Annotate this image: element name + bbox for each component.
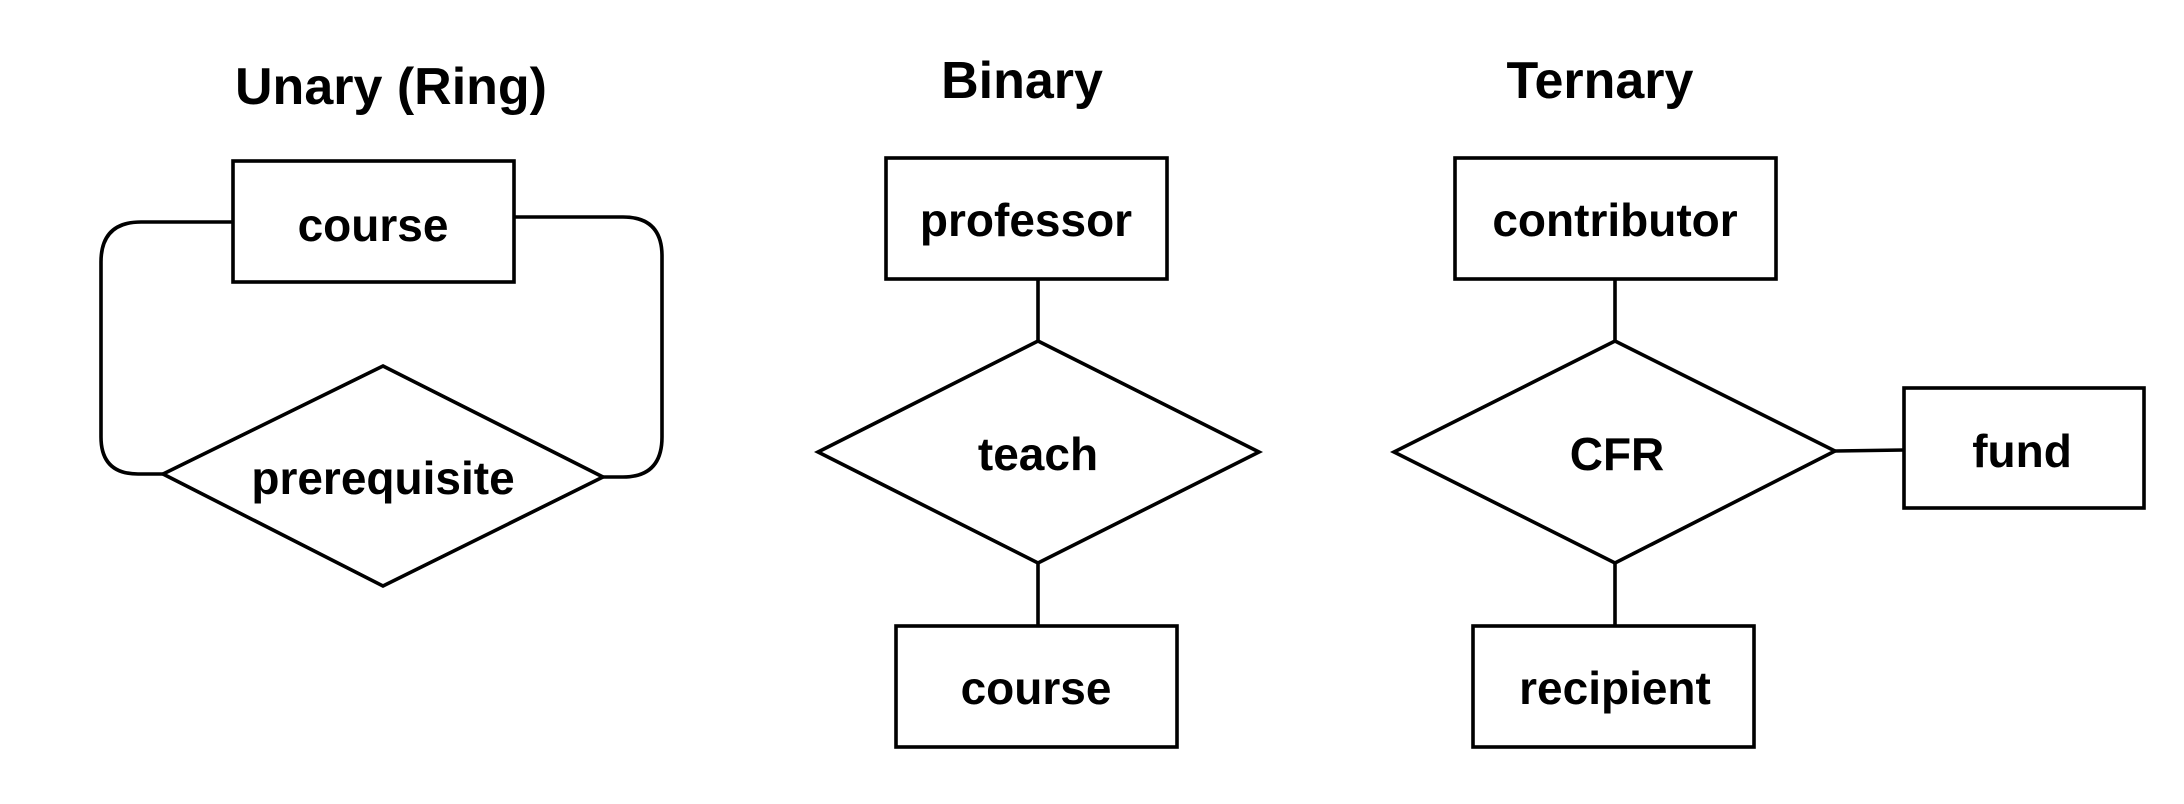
ternary-entity-contributor bbox=[1453, 156, 1778, 281]
binary-entity-course-label: course bbox=[961, 662, 1112, 714]
ternary-entity-contributor-label: contributor bbox=[1492, 194, 1737, 246]
binary-relationship-label: teach bbox=[978, 428, 1098, 480]
ternary-title: Ternary bbox=[1507, 52, 1694, 110]
ternary-connector-right bbox=[1834, 448, 1905, 453]
unary-ring-connector-right bbox=[514, 215, 664, 479]
unary-title: Unary (Ring) bbox=[235, 58, 547, 116]
ternary-relationship-cfr bbox=[1389, 338, 1839, 566]
binary-entity-professor bbox=[884, 156, 1169, 281]
binary-entity-course bbox=[894, 624, 1179, 749]
unary-relationship-label: prerequisite bbox=[251, 452, 514, 504]
unary-entity-course-label: course bbox=[298, 199, 449, 251]
unary-panel: Unary (Ring) course prerequisite bbox=[99, 58, 664, 589]
unary-relationship-prerequisite bbox=[158, 363, 608, 589]
ternary-entity-fund-label: fund bbox=[1972, 425, 2072, 477]
binary-entity-professor-label: professor bbox=[920, 194, 1132, 246]
binary-relationship-teach bbox=[814, 338, 1264, 566]
ternary-entity-fund bbox=[1902, 386, 2146, 510]
ternary-entity-recipient-label: recipient bbox=[1519, 662, 1711, 714]
binary-panel: Binary professor teach course bbox=[814, 52, 1264, 749]
unary-entity-course bbox=[231, 159, 516, 284]
unary-ring-connector-left bbox=[99, 220, 233, 476]
binary-title: Binary bbox=[941, 52, 1103, 110]
ternary-relationship-label: CFR bbox=[1570, 428, 1665, 480]
ternary-panel: Ternary contributor CFR fund recipient bbox=[1389, 52, 2146, 749]
ternary-entity-recipient bbox=[1471, 624, 1756, 749]
